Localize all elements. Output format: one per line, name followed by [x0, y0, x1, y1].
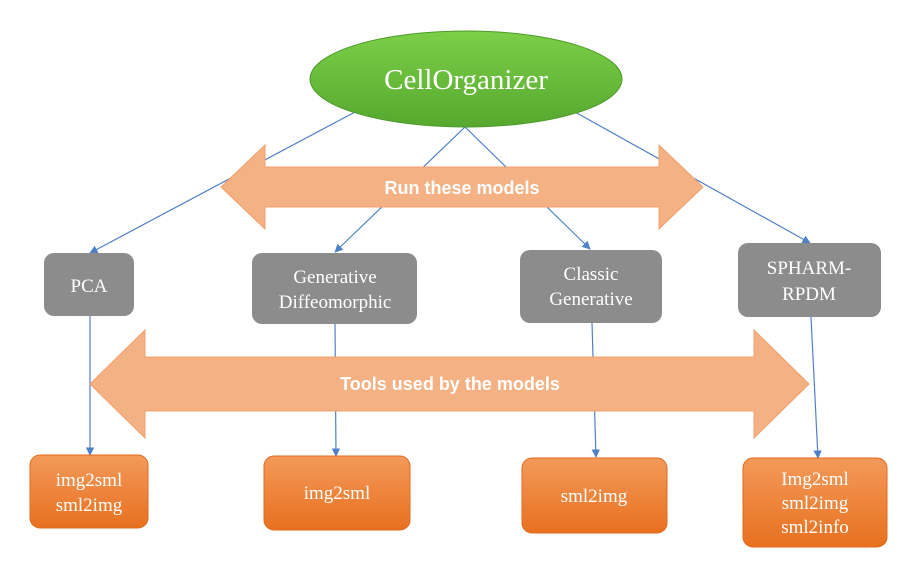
model-node-classic-generative: Classic Generative [520, 250, 662, 323]
model-nodes: PCA Generative Diffeomorphic Classic Gen… [44, 243, 881, 324]
tool-node-classic: sml2img [521, 457, 668, 534]
connector-root-pca [89, 111, 356, 254]
tools-banner-arrow [89, 328, 810, 440]
model-label-spharm-line1: SPHARM- [767, 258, 851, 279]
tool-label-spharm-line1: Img2sml [781, 469, 849, 490]
tool-node-pca: img2sml sml2img [29, 454, 149, 529]
model-node-spharm-rpdm: SPHARM- RPDM [738, 243, 881, 317]
model-label-spharm-line2: RPDM [782, 284, 836, 305]
root-label: CellOrganizer [384, 64, 548, 96]
model-label-classic-line1: Classic [564, 264, 619, 285]
tool-label-pca-line2: sml2img [56, 495, 123, 516]
tools-banner: Tools used by the models [89, 328, 810, 440]
tool-label-diffeo: img2sml [304, 483, 371, 504]
connector-spharm-tools [810, 316, 822, 459]
model-label-diffeo-line1: Generative [293, 267, 376, 288]
run-banner-arrow [220, 143, 704, 231]
model-node-generative-diffeomorphic: Generative Diffeomorphic [252, 253, 417, 324]
tool-nodes: img2sml sml2img img2sml sml2img Img2sml … [29, 454, 888, 548]
model-node-pca: PCA [44, 253, 134, 316]
tools-banner-label: Tools used by the models [340, 374, 560, 394]
tool-node-diffeo: img2sml [263, 455, 411, 531]
root-ellipse [309, 30, 623, 128]
model-label-diffeo-line2: Diffeomorphic [279, 292, 392, 313]
tool-label-spharm-line2: sml2img [782, 493, 849, 514]
tool-label-classic: sml2img [561, 486, 628, 507]
tool-label-pca-line1: img2sml [56, 470, 123, 491]
tool-node-spharm: Img2sml sml2img sml2info [742, 457, 888, 548]
run-banner: Run these models [220, 143, 704, 231]
model-label-classic-line2: Generative [549, 289, 632, 310]
model-label-pca: PCA [71, 276, 108, 297]
run-banner-label: Run these models [384, 178, 539, 198]
root-node: CellOrganizer [309, 30, 623, 128]
tool-label-spharm-line3: sml2info [781, 517, 849, 538]
